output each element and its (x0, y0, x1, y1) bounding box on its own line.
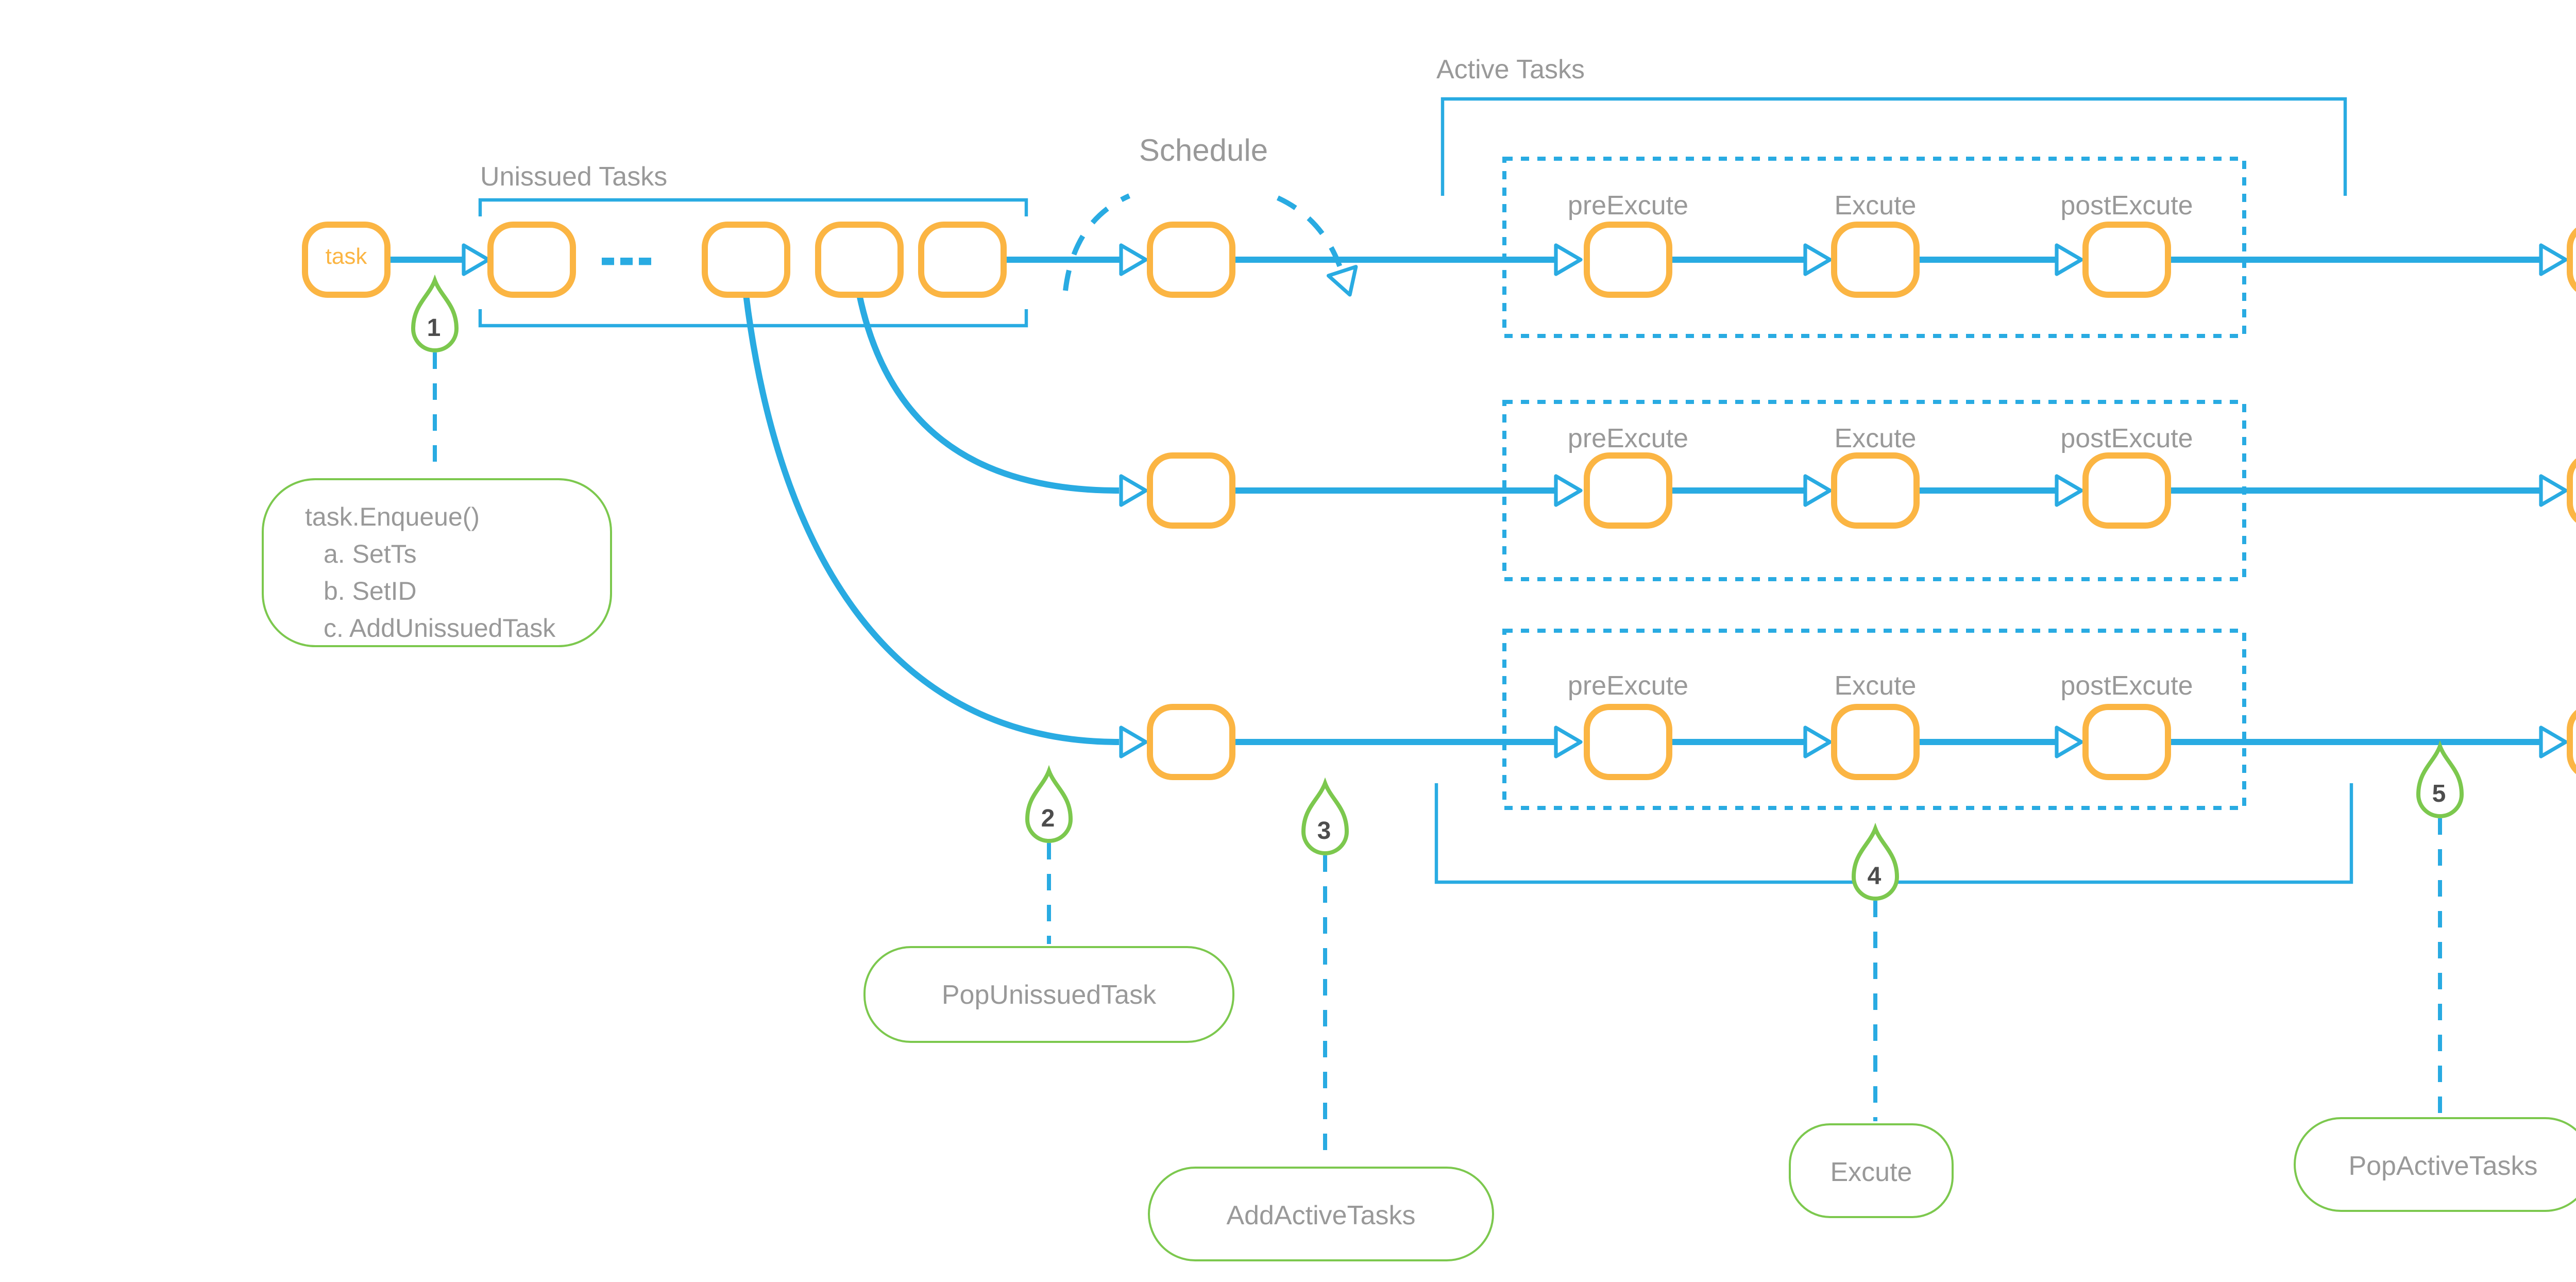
postexcute-node-row1 (2082, 222, 2171, 298)
enqueue-line-2: a. SetTs (324, 540, 417, 569)
enqueue-line-3: b. SetID (324, 577, 417, 606)
annotation-box-addactivetasks: AddActiveTasks (1148, 1167, 1494, 1261)
schedule-node-row3 (1147, 704, 1235, 780)
annotation-markers (411, 274, 2464, 901)
row1-excute-label: Excute (1834, 190, 1917, 221)
marker-1-number: 1 (427, 313, 441, 342)
enqueue-line-1: task.Enqueue() (305, 503, 480, 532)
marker-1-icon (411, 274, 459, 352)
marker-3-number: 3 (1317, 816, 1331, 845)
marker-2-number: 2 (1041, 804, 1055, 833)
row1-arrows (387, 245, 2566, 274)
active-task-box-row3 (1502, 629, 2246, 810)
row2-preexcute-label: preExcute (1567, 423, 1689, 453)
preexcute-node-row3 (1584, 704, 1672, 780)
annotation-box-enqueue: task.Enqueue() a. SetTs b. SetID c. AddU… (262, 478, 612, 647)
excute-node-row3 (1831, 704, 1920, 780)
marker-4-number: 4 (1867, 862, 1882, 890)
row1-preexcute-label: preExcute (1567, 190, 1689, 221)
active-task-box-row1 (1502, 157, 2246, 338)
task-node-label: task (325, 245, 367, 270)
queue-node-1 (487, 222, 576, 298)
marker-2-icon (1025, 765, 1073, 843)
queue-ellipsis-dots (602, 258, 651, 265)
annotation-box-excute: Excute (1789, 1123, 1954, 1218)
row3-preexcute-label: preExcute (1567, 670, 1689, 701)
schedule-node-row1 (1147, 222, 1235, 298)
preexcute-node-row1 (1584, 222, 1672, 298)
annotation-leader-lines (433, 352, 2442, 1162)
preexcute-node-row2 (1584, 452, 1672, 529)
marker-5-number: 5 (2432, 779, 2446, 808)
marker-3-icon (1301, 777, 1349, 855)
row3-postexcute-label: postExcute (2060, 670, 2193, 701)
row3-excute-label: Excute (1834, 670, 1917, 701)
active-tasks-label: Active Tasks (1436, 54, 1585, 85)
unissued-tasks-label: Unissued Tasks (480, 161, 668, 192)
postexcute-node-row3 (2082, 704, 2171, 780)
row1-postexcute-label: postExcute (2060, 190, 2193, 221)
excute-node-row1 (1831, 222, 1920, 298)
row2-postexcute-label: postExcute (2060, 423, 2193, 453)
marker-5-icon (2416, 740, 2464, 818)
queue-node-3 (815, 222, 904, 298)
queue-node-4 (918, 222, 1007, 298)
postexcute-node-row2 (2082, 452, 2171, 529)
task-node (302, 222, 391, 298)
annotation-box-popunissuedtask: PopUnissuedTask (863, 946, 1234, 1043)
excute-node-row2 (1831, 452, 1920, 529)
end-node-row2 (2567, 458, 2576, 523)
marker-4-icon (1851, 822, 1900, 901)
row3-arrows (743, 294, 2566, 756)
row2-arrows (856, 294, 2566, 505)
end-node-row1 (2567, 227, 2576, 292)
schedule-dashed-arrow (1063, 193, 1364, 299)
schedule-node-row2 (1147, 452, 1235, 529)
enqueue-line-4: c. AddUnissuedTask (324, 614, 556, 643)
active-tasks-top-bracket (1440, 97, 2347, 196)
annotation-box-popactivetasks: PopActiveTasks (2294, 1117, 2576, 1212)
queue-node-2 (702, 222, 790, 298)
schedule-label: Schedule (1139, 134, 1268, 169)
queue-and-stage-nodes (302, 222, 2576, 780)
row2-excute-label: Excute (1834, 423, 1917, 453)
end-node-row3 (2567, 710, 2576, 774)
